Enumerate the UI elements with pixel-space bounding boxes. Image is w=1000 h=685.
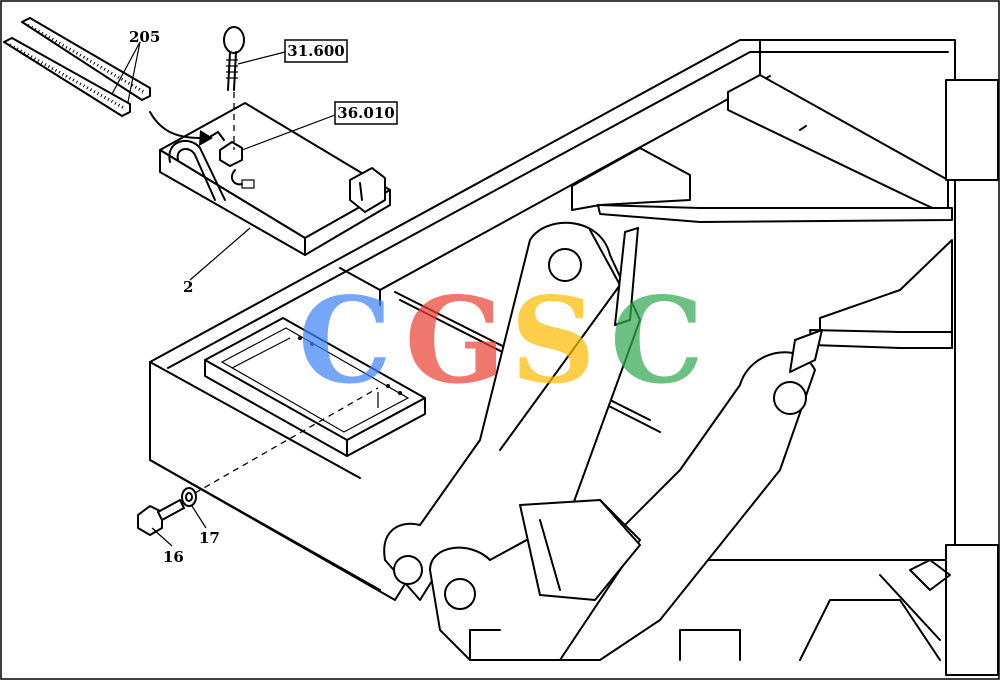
mounting-tray [204, 317, 426, 457]
label-pin-box [284, 39, 348, 63]
label-strips: 205 [129, 28, 160, 46]
watermark-letter-4: C [610, 271, 704, 410]
watermark-letter-3: S [510, 271, 595, 410]
label-box: 2 [183, 278, 193, 296]
washer [181, 487, 197, 507]
watermark-letter-1: C [298, 271, 392, 410]
insert-arrow-icon [149, 111, 201, 139]
tool-box [159, 102, 391, 256]
tray-hole-icon [298, 336, 302, 340]
leader-lines [111, 41, 336, 547]
cotter-pin [223, 26, 245, 91]
machine-frame [149, 39, 999, 676]
watermark-logo: C G S C [298, 271, 704, 410]
bolt [137, 499, 185, 536]
label-pin: 31.600 [287, 42, 344, 60]
velcro-strips [3, 17, 151, 117]
label-latch: 36.010 [337, 104, 394, 122]
label-bolt: 16 [163, 548, 184, 566]
label-washer: 17 [199, 529, 220, 547]
watermark-letter-2: G [405, 271, 506, 410]
bolt-assembly-line [194, 387, 379, 494]
label-latch-box [334, 101, 398, 125]
